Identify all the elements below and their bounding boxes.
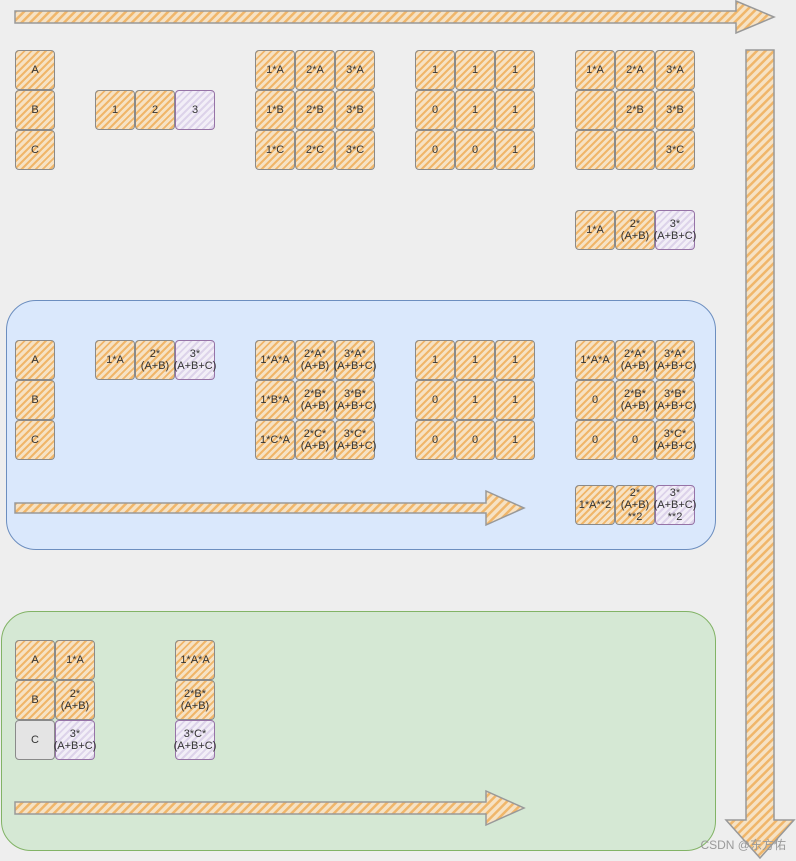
- watermark: CSDN @东方佑: [700, 838, 786, 852]
- green-result-cell: 1*A*A: [175, 640, 215, 680]
- blue-product-matrix-cell: 3*C* (A+B+C): [334, 420, 376, 460]
- green-vector-abc-cell: C: [15, 720, 55, 760]
- green-weighted-cell: 2* (A+B): [55, 680, 95, 720]
- green-result-cell: 3*C* (A+B+C): [174, 720, 216, 760]
- blue-mask-matrix-cell: 0: [415, 380, 455, 420]
- product-matrix-cell: 2*A: [295, 50, 335, 90]
- masked-matrix-cell: [575, 90, 615, 130]
- blue-vector-abc-cell: C: [15, 420, 55, 460]
- mask-matrix-cell: 1: [495, 50, 535, 90]
- mask-matrix-cell: 0: [415, 90, 455, 130]
- product-matrix-cell: 1*A: [255, 50, 295, 90]
- vector-abc-cell: B: [15, 90, 55, 130]
- masked-matrix-cell: 3*C: [655, 130, 695, 170]
- vector-123-cell: 3: [175, 90, 215, 130]
- masked-matrix-cell: 1*A: [575, 50, 615, 90]
- summed-row-cell: 3* (A+B+C): [654, 210, 696, 250]
- mask-matrix-cell: 1: [495, 130, 535, 170]
- blue-product-matrix-cell: 1*A*A: [255, 340, 295, 380]
- vector-abc-cell: C: [15, 130, 55, 170]
- blue-mask-matrix-cell: 0: [455, 420, 495, 460]
- blue-product-matrix-cell: 1*B*A: [255, 380, 295, 420]
- blue-summed-row-cell: 2* (A+B) **2: [615, 485, 655, 525]
- product-matrix-cell: 3*C: [335, 130, 375, 170]
- mask-matrix-cell: 0: [415, 130, 455, 170]
- product-matrix-cell: 3*A: [335, 50, 375, 90]
- masked-matrix-cell: 2*B: [615, 90, 655, 130]
- blue-product-matrix-cell: 1*C*A: [255, 420, 295, 460]
- blue-row-cell: 1*A: [95, 340, 135, 380]
- blue-row-cell: 2* (A+B): [135, 340, 175, 380]
- green-vector-abc-cell: B: [15, 680, 55, 720]
- mask-matrix-cell: 1: [495, 90, 535, 130]
- masked-matrix-cell: 3*B: [655, 90, 695, 130]
- mask-matrix-cell: 1: [455, 50, 495, 90]
- blue-mask-matrix-cell: 1: [495, 420, 535, 460]
- summed-row-cell: 1*A: [575, 210, 615, 250]
- blue-mask-matrix-cell: 1: [415, 340, 455, 380]
- blue-vector-abc-cell: A: [15, 340, 55, 380]
- blue-summed-row-cell: 3* (A+B+C) **2: [653, 485, 697, 525]
- vector-123-cell: 2: [135, 90, 175, 130]
- blue-masked-matrix-cell: 0: [615, 420, 655, 460]
- blue-mask-matrix-cell: 1: [455, 340, 495, 380]
- blue-row-cell: 3* (A+B+C): [174, 340, 216, 380]
- mask-matrix-cell: 0: [455, 130, 495, 170]
- blue-mask-matrix-cell: 1: [495, 380, 535, 420]
- blue-product-matrix-cell: 2*B* (A+B): [295, 380, 335, 420]
- masked-matrix-cell: 2*A: [615, 50, 655, 90]
- blue-masked-matrix-cell: 3*A* (A+B+C): [654, 340, 696, 380]
- product-matrix-cell: 2*C: [295, 130, 335, 170]
- blue-summed-row-cell: 1*A**2: [575, 485, 615, 525]
- blue-product-matrix-cell: 3*A* (A+B+C): [334, 340, 376, 380]
- blue-vector-abc-cell: B: [15, 380, 55, 420]
- blue-product-matrix-cell: 2*C* (A+B): [295, 420, 335, 460]
- top-right-arrow: [14, 0, 776, 35]
- product-matrix-cell: 1*B: [255, 90, 295, 130]
- blue-mask-matrix-cell: 0: [415, 420, 455, 460]
- product-matrix-cell: 3*B: [335, 90, 375, 130]
- blue-mask-matrix-cell: 1: [455, 380, 495, 420]
- green-vector-abc-cell: A: [15, 640, 55, 680]
- vector-123-cell: 1: [95, 90, 135, 130]
- blue-mask-matrix-cell: 1: [495, 340, 535, 380]
- blue-masked-matrix-cell: 3*C* (A+B+C): [654, 420, 696, 460]
- summed-row-cell: 2* (A+B): [615, 210, 655, 250]
- masked-matrix-cell: [575, 130, 615, 170]
- mask-matrix-cell: 1: [415, 50, 455, 90]
- blue-masked-matrix-cell: 1*A*A: [575, 340, 615, 380]
- blue-product-matrix-cell: 2*A* (A+B): [295, 340, 335, 380]
- blue-masked-matrix-cell: 0: [575, 380, 615, 420]
- blue-masked-matrix-cell: 2*A* (A+B): [615, 340, 655, 380]
- green-weighted-cell: 1*A: [55, 640, 95, 680]
- green-weighted-cell: 3* (A+B+C): [54, 720, 96, 760]
- product-matrix-cell: 1*C: [255, 130, 295, 170]
- blue-masked-matrix-cell: 2*B* (A+B): [615, 380, 655, 420]
- mask-matrix-cell: 1: [455, 90, 495, 130]
- blue-product-matrix-cell: 3*B* (A+B+C): [334, 380, 376, 420]
- masked-matrix-cell: [615, 130, 655, 170]
- blue-masked-matrix-cell: 3*B* (A+B+C): [654, 380, 696, 420]
- vector-abc-cell: A: [15, 50, 55, 90]
- blue-masked-matrix-cell: 0: [575, 420, 615, 460]
- green-result-cell: 2*B* (A+B): [175, 680, 215, 720]
- masked-matrix-cell: 3*A: [655, 50, 695, 90]
- product-matrix-cell: 2*B: [295, 90, 335, 130]
